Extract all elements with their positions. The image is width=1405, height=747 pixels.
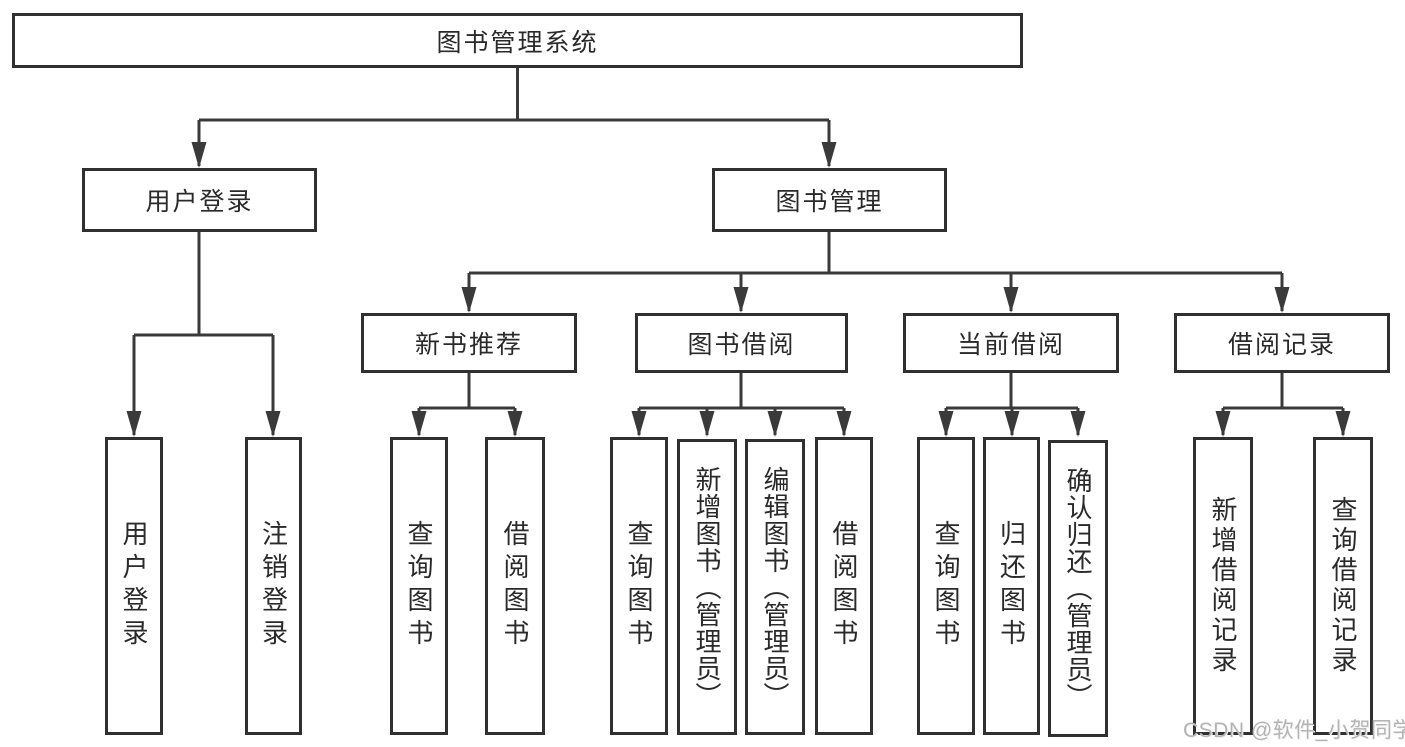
leaf-query-books-current: 查询图书 [917,437,975,735]
leaf-query-books-borrowing: 查询图书 [610,437,668,735]
node-current-borrowing: 当前借阅 [903,313,1119,373]
leaf-query-borrow-record: 查询借阅记录 [1313,437,1373,735]
leaf-confirm-return-admin: 确认归还（管理员） [1048,440,1108,737]
csdn-watermark: CSDN @软件_小贺同学 [1183,719,1405,742]
leaf-edit-books-admin: 编辑图书（管理员） [745,439,805,735]
leaf-add-books-admin: 新增图书（管理员） [677,439,737,735]
leaf-return-books: 归还图书 [983,437,1040,735]
leaf-borrow-books-recommend: 借阅图书 [485,437,545,735]
leaf-borrow-books-borrowing: 借阅图书 [815,437,873,735]
leaf-add-borrow-record: 新增借阅记录 [1193,437,1253,735]
node-user-login: 用户登录 [82,168,317,232]
leaf-user-login: 用户登录 [105,437,163,735]
node-new-book-recommend: 新书推荐 [361,313,577,373]
leaf-query-books-recommend: 查询图书 [390,437,448,735]
arrowheads [126,142,1351,437]
node-book-management: 图书管理 [712,168,947,232]
leaf-logout-login: 注销登录 [245,437,302,735]
node-book-borrowing: 图书借阅 [635,313,848,373]
node-root-system: 图书管理系统 [12,13,1023,68]
node-borrowing-records: 借阅记录 [1174,313,1390,373]
